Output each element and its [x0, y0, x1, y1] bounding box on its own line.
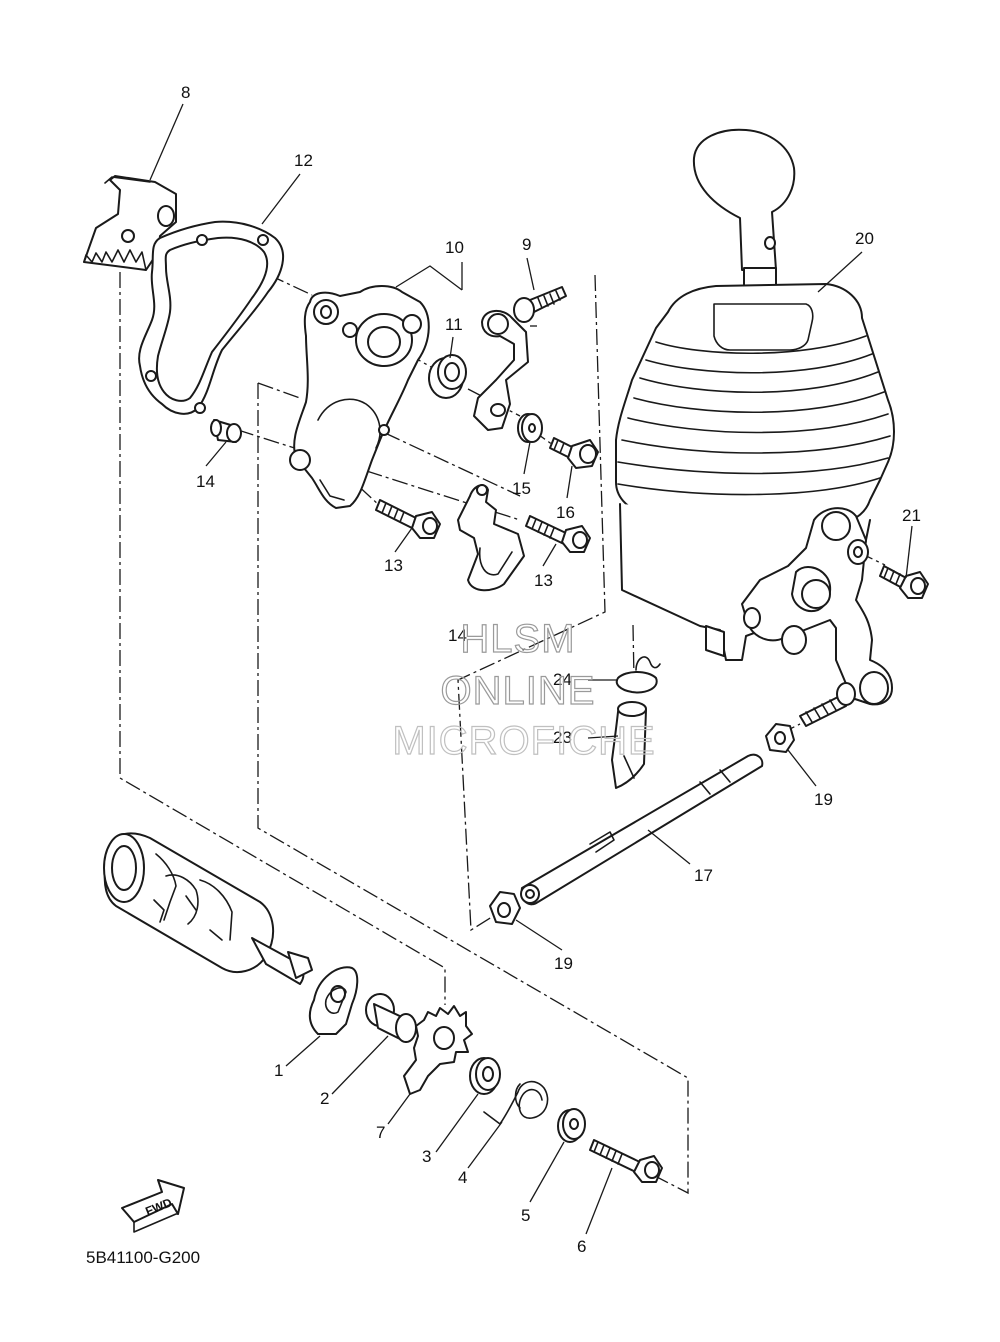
part-7-gear	[403, 1005, 473, 1095]
callout-4: 4	[458, 1168, 467, 1187]
callout-5: 5	[521, 1206, 530, 1225]
part-20-nut	[489, 891, 521, 925]
callout-10: 10	[445, 238, 464, 257]
shift-drum	[103, 832, 313, 985]
part-16-washer	[517, 413, 543, 443]
diagram-code: 5B41100-G200	[86, 1248, 201, 1267]
callout-6: 6	[577, 1237, 586, 1256]
callout-13-right: 13	[534, 571, 553, 590]
callout-21: 20	[855, 229, 874, 248]
part-9-bolt	[513, 286, 567, 323]
part-6-bolt	[589, 1139, 663, 1183]
linkage-bolt	[799, 682, 856, 727]
callout-11: 11	[445, 315, 463, 334]
part-22-bolt	[879, 565, 929, 599]
watermark-line-2: ONLINE	[441, 669, 596, 713]
part-10-housing	[289, 285, 430, 509]
part-23-joint	[611, 701, 647, 789]
part-12-gasket	[138, 220, 284, 415]
callout-20: 19	[554, 954, 573, 973]
callout-18: 17	[694, 866, 713, 885]
callout-19: 19	[814, 790, 833, 809]
callout-24: 24	[553, 670, 572, 689]
part-19-nut	[765, 723, 795, 753]
part-3-washer	[469, 1057, 501, 1095]
callout-16: 15	[512, 479, 531, 498]
callout-14: 14	[448, 626, 467, 645]
callout-9: 9	[522, 235, 531, 254]
part-1-plate	[308, 966, 359, 1035]
part-24-circlip	[615, 656, 661, 694]
callout-2: 2	[320, 1089, 329, 1108]
callout-15: 14	[196, 472, 215, 491]
callout-17: 16	[556, 503, 575, 522]
part-17-bolt	[549, 437, 599, 469]
part-13-bolt-right	[525, 515, 591, 553]
callout-3: 3	[422, 1147, 431, 1166]
part-13-bolt-left	[375, 499, 441, 539]
part-11-oil-seal	[428, 354, 467, 399]
callout-12: 12	[294, 151, 313, 170]
callout-7: 7	[376, 1123, 385, 1142]
part-21-shift-lever	[615, 128, 895, 706]
callout-22: 21	[902, 506, 921, 525]
callout-13-left: 13	[384, 556, 403, 575]
part-18-shift-rod	[520, 753, 764, 906]
fwd-arrow-icon: FWD	[121, 1179, 185, 1233]
callout-1: 1	[274, 1061, 283, 1080]
callout-8: 8	[181, 83, 190, 102]
watermark-line-1: HLSM	[460, 617, 575, 661]
part-14-clamp	[457, 484, 525, 592]
callout-numbers: 8 12 10 9 11 20 14 15 16 21 13 13 14 24 …	[181, 83, 921, 1256]
leader-lines	[149, 103, 913, 1235]
watermark: HLSM ONLINE MICROFICHE	[392, 616, 656, 763]
watermark-line-3: MICROFICHE	[392, 719, 655, 763]
part-4-spring	[483, 1080, 549, 1125]
part-5-washer	[557, 1108, 586, 1143]
stopper-lever	[473, 310, 529, 431]
part-2-collar	[365, 993, 417, 1043]
callout-23: 23	[553, 728, 572, 747]
part-15-dowel-pin	[210, 419, 242, 443]
